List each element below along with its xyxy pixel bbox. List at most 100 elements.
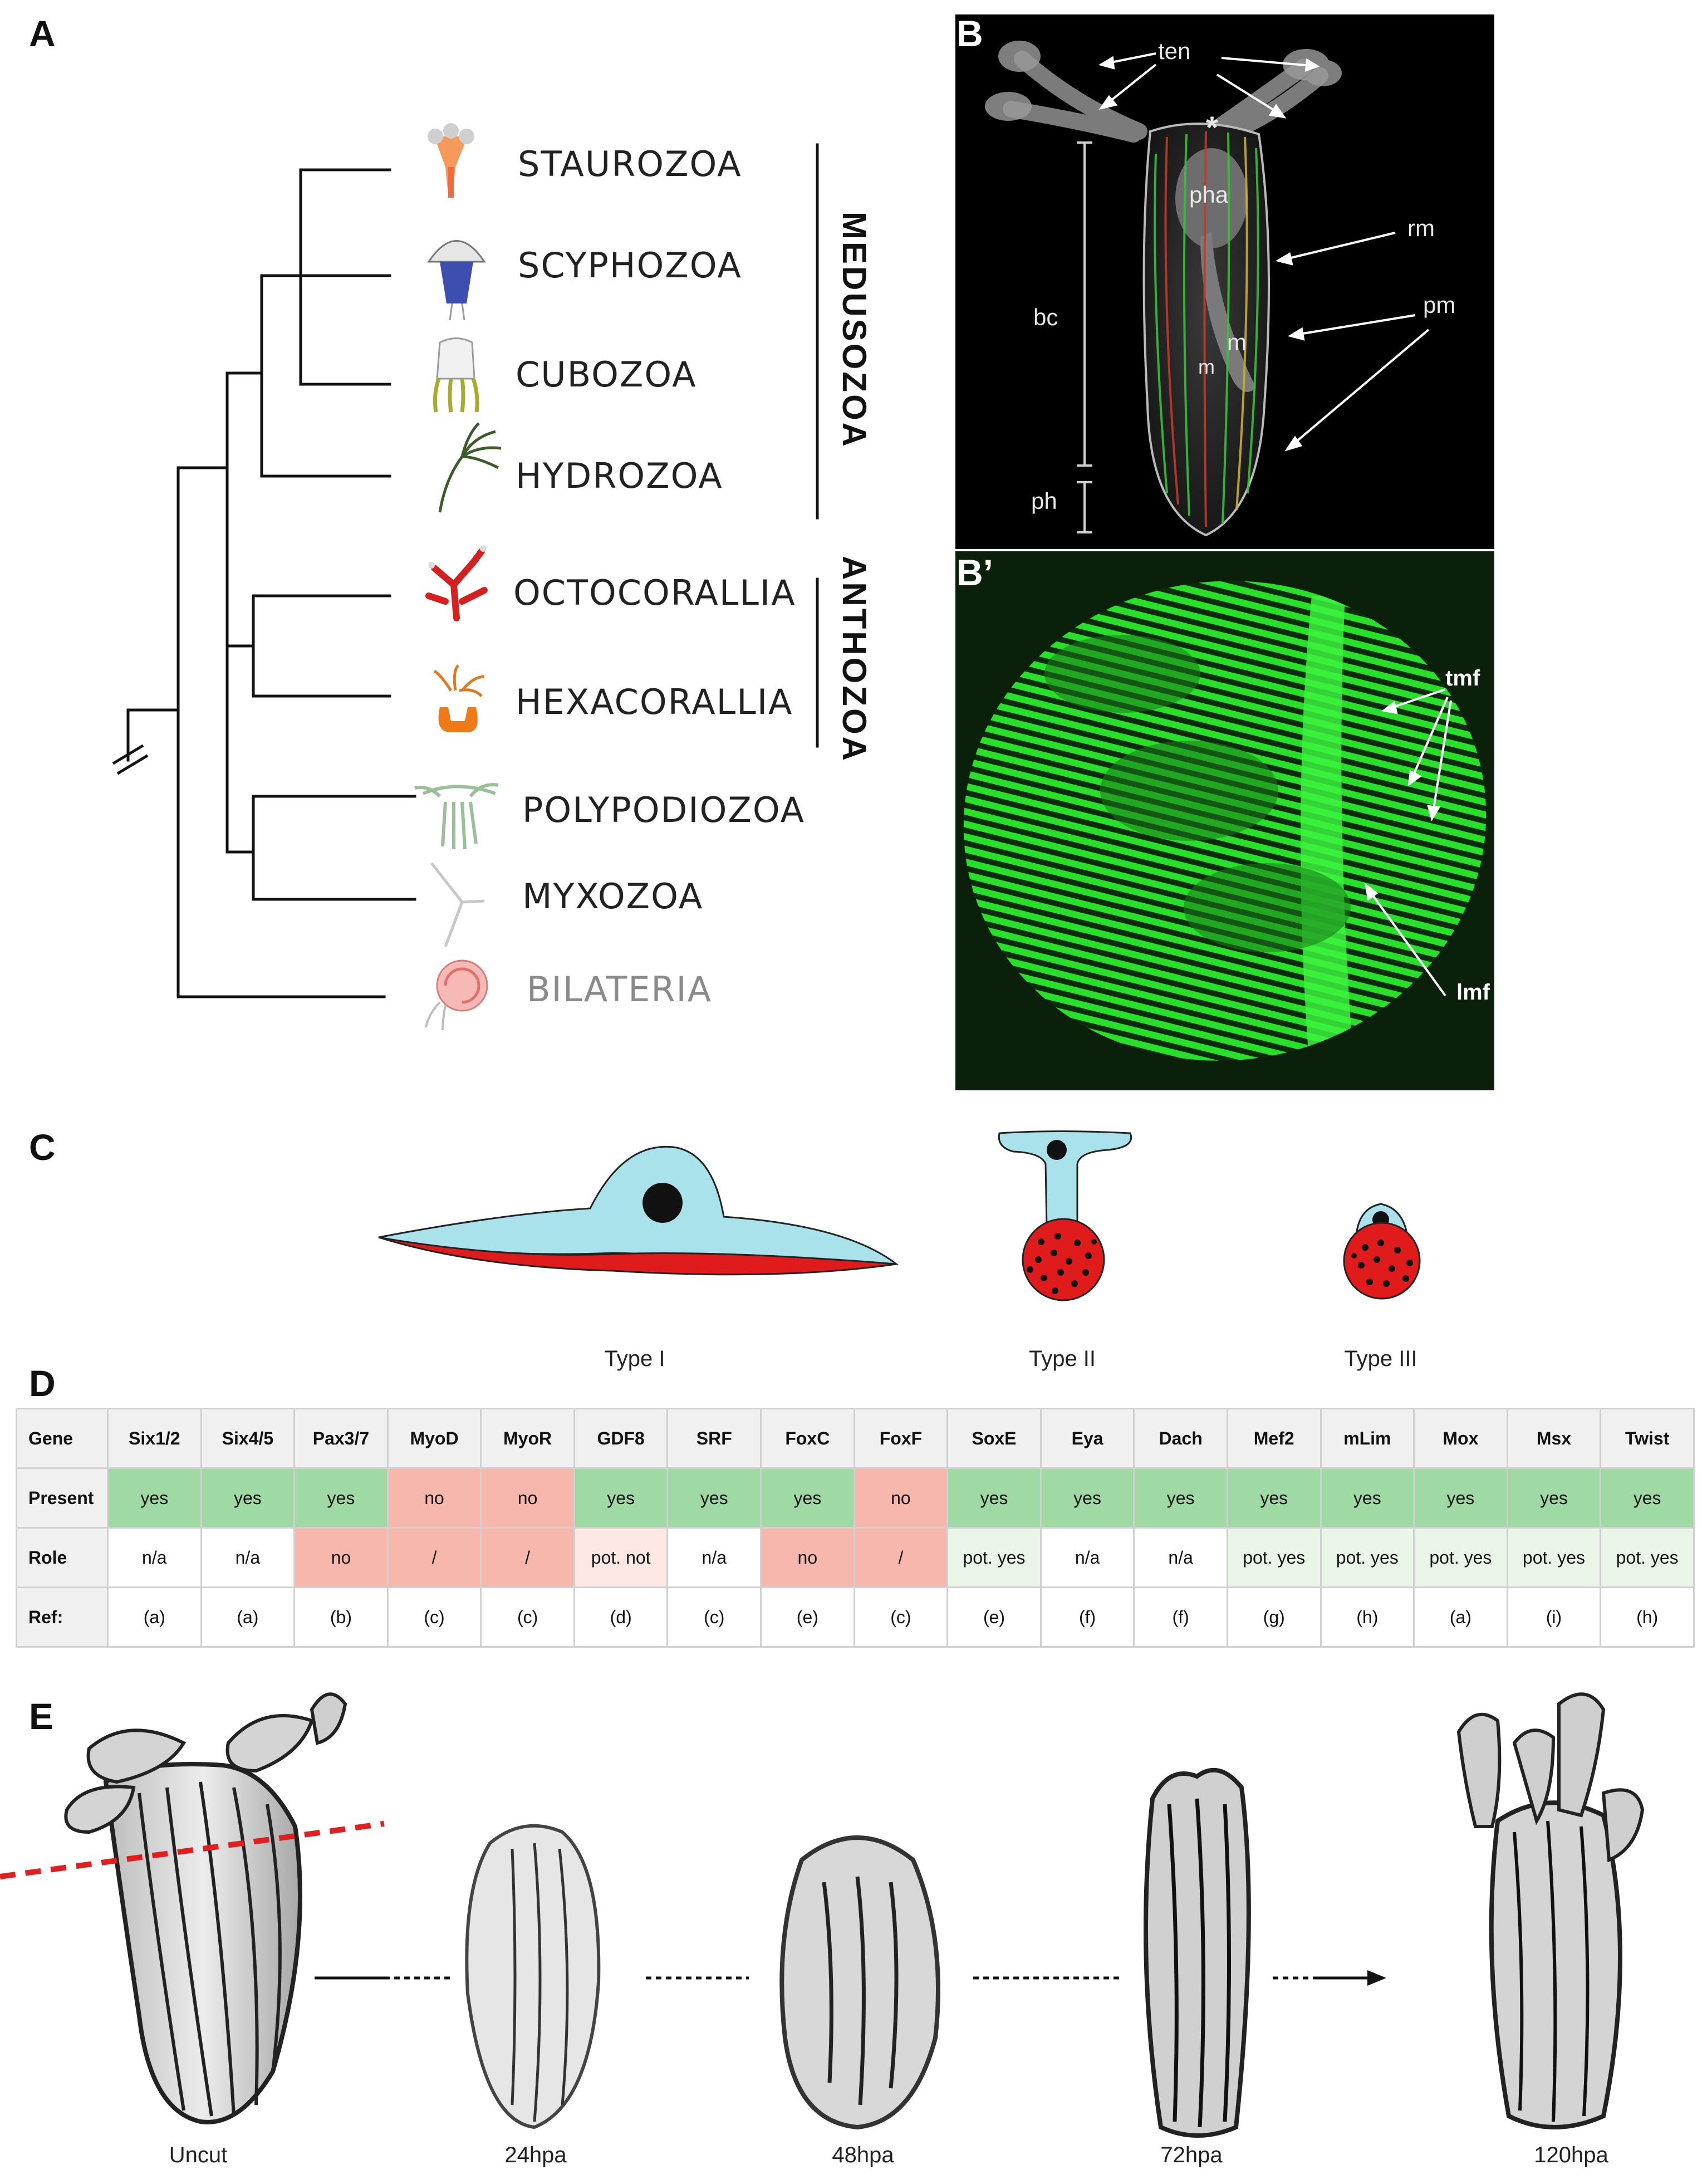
bilateria-icon <box>425 959 488 1031</box>
gene-header: Mox <box>1413 1408 1508 1469</box>
cell-types-diagram <box>378 1130 1421 1301</box>
polyp-120hpa <box>1456 1692 1645 2129</box>
panel-label-b: B <box>956 13 983 54</box>
myxozoa-icon <box>430 862 485 947</box>
table-cell: (e) <box>946 1586 1042 1648</box>
gene-header: SRF <box>666 1408 762 1469</box>
panel-label-a: A <box>29 13 56 54</box>
table-cell: yes <box>1413 1467 1508 1529</box>
stage-label: 48hpa <box>832 2143 894 2167</box>
table-cell: yes <box>1039 1467 1135 1529</box>
label-ph: ph <box>1031 488 1057 514</box>
gene-header: MyoR <box>480 1408 575 1469</box>
stage-label: 24hpa <box>504 2143 567 2167</box>
table-cell: yes <box>1320 1467 1415 1529</box>
row-header: Gene <box>16 1408 109 1469</box>
gene-header: Six1/2 <box>107 1408 202 1469</box>
staurozoa-icon <box>428 123 474 198</box>
panel-label-b-prime: B’ <box>956 552 993 593</box>
table-cell: yes <box>573 1467 669 1529</box>
table-cell: no <box>853 1467 949 1529</box>
table-cell: (a) <box>107 1586 202 1648</box>
gene-header: MyoD <box>386 1408 482 1469</box>
table-row: Role n/a n/a no / / pot. not n/a no / po… <box>16 1527 1695 1588</box>
table-cell: yes <box>1600 1467 1695 1529</box>
table-cell: n/a <box>200 1527 296 1588</box>
table-cell: / <box>480 1527 575 1588</box>
table-cell: / <box>386 1527 482 1588</box>
table-cell: yes <box>666 1467 762 1529</box>
cell-type-label: Type II <box>1028 1346 1096 1371</box>
table-row: Ref: (a) (a) (b) (c) (c) (d) (c) (e) (c)… <box>16 1586 1695 1648</box>
taxon-label: BILATERIA <box>527 969 713 1010</box>
table-cell: (h) <box>1320 1586 1415 1648</box>
table-cell: no <box>760 1527 855 1588</box>
table-cell: yes <box>1506 1467 1602 1529</box>
table-cell: (f) <box>1133 1586 1228 1648</box>
panel-label-d: D <box>29 1363 56 1404</box>
table-cell: (a) <box>1413 1586 1508 1648</box>
table-cell: no <box>293 1527 389 1588</box>
label-m: m <box>1198 355 1215 378</box>
polyp-uncut <box>0 1692 385 2124</box>
label-m: m <box>1227 329 1247 355</box>
label-ten: ten <box>1158 38 1191 64</box>
table-cell: n/a <box>1039 1527 1135 1588</box>
table-cell: yes <box>946 1467 1042 1529</box>
stage-label: 72hpa <box>1160 2143 1223 2167</box>
gene-header: FoxF <box>853 1408 949 1469</box>
stage-label: 120hpa <box>1534 2143 1608 2167</box>
table-cell: (c) <box>480 1586 575 1648</box>
table-cell: (h) <box>1600 1586 1695 1648</box>
polyp-24hpa <box>465 1824 601 2129</box>
label-pha: pha <box>1189 182 1229 208</box>
table-cell: yes <box>1133 1467 1228 1529</box>
row-header: Role <box>16 1527 109 1588</box>
table-cell: (c) <box>853 1586 949 1648</box>
taxon-label: POLYPODIOZOA <box>522 790 805 830</box>
table-cell: yes <box>293 1467 389 1529</box>
table-cell: pot. yes <box>946 1527 1042 1588</box>
row-header: Present <box>16 1467 109 1529</box>
octocorallia-icon <box>425 545 488 621</box>
gene-header: Six4/5 <box>200 1408 296 1469</box>
polyp-48hpa <box>779 1835 940 2130</box>
regeneration-series <box>0 1692 1645 2138</box>
phylogenetic-tree <box>112 123 819 1031</box>
cubozoa-icon <box>433 337 479 413</box>
table-cell: (e) <box>760 1586 855 1648</box>
stage-label: Uncut <box>169 2143 228 2167</box>
label-tmf: tmf <box>1445 666 1480 691</box>
table-cell: n/a <box>107 1527 202 1588</box>
label-bc: bc <box>1033 304 1058 330</box>
gene-header: Mef2 <box>1226 1408 1322 1469</box>
table-cell: no <box>386 1467 482 1529</box>
table-cell: pot. not <box>573 1527 669 1588</box>
polyp-micrograph: ten * pha rm bc m m pm ph <box>955 14 1494 549</box>
table-cell: (c) <box>666 1586 762 1648</box>
table-cell: (i) <box>1506 1586 1602 1648</box>
polypodiozoa-icon <box>414 783 499 850</box>
taxon-label: OCTOCORALLIA <box>513 572 796 613</box>
table-cell: pot. yes <box>1600 1527 1695 1588</box>
table-cell: n/a <box>1133 1527 1228 1588</box>
table-cell: pot. yes <box>1506 1527 1602 1588</box>
taxon-label: HEXACORALLIA <box>516 682 793 722</box>
table-row: Gene Six1/2 Six4/5 Pax3/7 MyoD MyoR GDF8… <box>16 1408 1695 1469</box>
gene-header: Dach <box>1133 1408 1228 1469</box>
label-pm: pm <box>1423 292 1456 318</box>
scyphozoa-icon <box>427 240 486 321</box>
gene-header: SoxE <box>946 1408 1042 1469</box>
table-cell: (a) <box>200 1586 296 1648</box>
table-cell: yes <box>760 1467 855 1529</box>
table-cell: yes <box>107 1467 202 1529</box>
gene-header: FoxC <box>760 1408 855 1469</box>
label-rm: rm <box>1407 215 1435 241</box>
row-header: Ref: <box>16 1586 109 1648</box>
group-label-anthozoa: ANTHOZOA <box>836 556 873 763</box>
table-cell: no <box>480 1467 575 1529</box>
table-cell: pot. yes <box>1226 1527 1322 1588</box>
table-cell: (c) <box>386 1586 482 1648</box>
hydrozoa-icon <box>438 422 502 513</box>
table-cell: (d) <box>573 1586 669 1648</box>
